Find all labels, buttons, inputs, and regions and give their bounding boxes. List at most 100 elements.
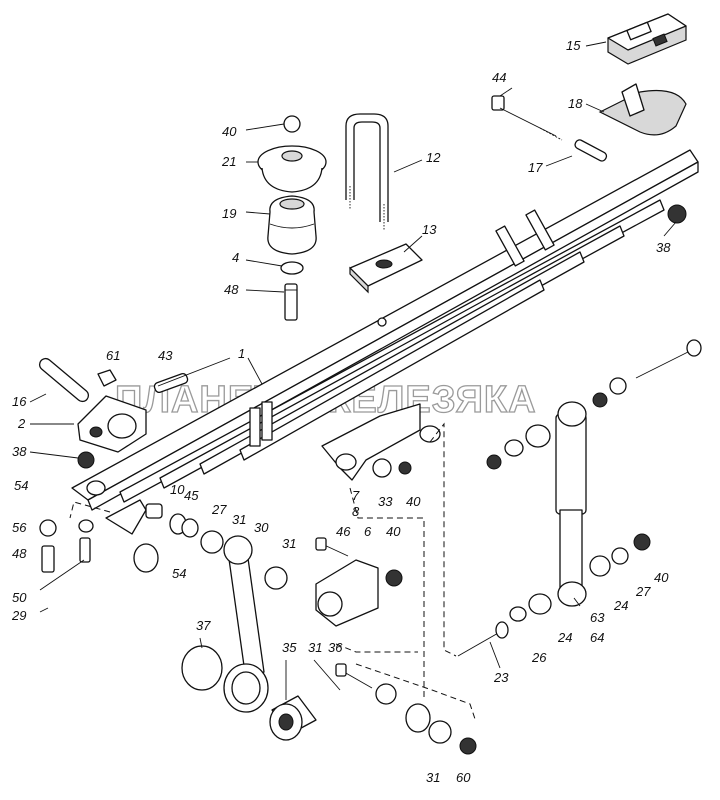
label-40b: 40 xyxy=(406,494,421,509)
label-4: 4 xyxy=(232,250,239,265)
shock-lower-washers xyxy=(509,533,651,622)
label-13: 13 xyxy=(422,222,437,237)
label-36: 36 xyxy=(328,640,343,655)
label-40d: 40 xyxy=(654,570,669,585)
bump-stop-19 xyxy=(267,195,317,255)
label-31c: 31 xyxy=(308,640,322,655)
shock-upper-washers xyxy=(486,424,551,470)
label-48a: 48 xyxy=(224,282,239,297)
label-31b: 31 xyxy=(282,536,296,551)
label-43: 43 xyxy=(158,348,173,363)
label-44: 44 xyxy=(492,70,506,85)
bolt-44 xyxy=(491,95,563,141)
label-40a: 40 xyxy=(222,124,237,139)
label-21: 21 xyxy=(221,154,236,169)
label-60: 60 xyxy=(456,770,471,785)
label-17: 17 xyxy=(528,160,543,175)
washer-56 xyxy=(39,519,57,537)
label-63: 63 xyxy=(590,610,605,625)
bolt-45 xyxy=(145,503,163,519)
assembly-dashed-lines xyxy=(69,422,477,723)
washer-4 xyxy=(280,261,304,275)
label-16: 16 xyxy=(12,394,27,409)
label-56: 56 xyxy=(12,520,27,535)
washer-27 xyxy=(181,518,199,538)
bushing-31-b xyxy=(264,566,288,590)
bracket-2 xyxy=(77,395,147,453)
label-31a: 31 xyxy=(232,512,246,527)
label-48b: 48 xyxy=(12,546,27,561)
pad-18 xyxy=(598,83,687,136)
bump-cup-21 xyxy=(257,145,327,193)
label-7: 7 xyxy=(352,488,360,503)
label-46: 46 xyxy=(336,524,351,539)
bracket-6 xyxy=(315,559,379,627)
nut-40-top xyxy=(283,115,301,133)
label-1: 1 xyxy=(238,346,245,361)
label-8: 8 xyxy=(352,504,360,519)
pin-17 xyxy=(574,139,608,162)
label-50: 50 xyxy=(12,590,27,605)
label-64: 64 xyxy=(590,630,604,645)
label-45: 45 xyxy=(184,488,199,503)
link-30 xyxy=(223,535,269,713)
clamp-10 xyxy=(105,499,147,535)
label-40c: 40 xyxy=(386,524,401,539)
plate-13 xyxy=(349,243,423,294)
nut-33 xyxy=(372,458,392,478)
shock-upper-stud xyxy=(592,339,702,408)
label-24b: 24 xyxy=(613,598,628,613)
label-30: 30 xyxy=(254,520,269,535)
label-10: 10 xyxy=(170,482,185,497)
label-18: 18 xyxy=(568,96,583,111)
label-37: 37 xyxy=(196,618,211,633)
pin-16 xyxy=(38,357,90,403)
label-27a: 27 xyxy=(211,502,227,517)
bushing-31-c xyxy=(428,720,452,744)
nut-38-right xyxy=(667,204,687,224)
bolt-left-lower xyxy=(79,537,91,563)
label-31d: 31 xyxy=(426,770,440,785)
nut-40-lower xyxy=(385,569,403,587)
label-29: 29 xyxy=(11,608,26,623)
bushing-31-a xyxy=(200,530,224,554)
bolt-43 xyxy=(153,357,231,394)
nut-40-mid xyxy=(398,461,412,475)
stabilizer-bar-29 xyxy=(37,543,431,766)
leader-lines xyxy=(29,41,677,700)
label-54a: 54 xyxy=(14,478,28,493)
label-54b: 54 xyxy=(172,566,186,581)
shock-absorber xyxy=(555,401,587,607)
bushing-35 xyxy=(269,695,317,741)
washer-54 xyxy=(78,519,94,533)
bracket-7-8 xyxy=(321,403,441,481)
label-33: 33 xyxy=(378,494,393,509)
label-6: 6 xyxy=(364,524,372,539)
part-labels: 1 2 4 6 7 8 10 12 13 15 16 17 18 19 21 2… xyxy=(11,38,671,785)
bracket-15 xyxy=(607,13,687,65)
nut-38-left xyxy=(77,451,95,469)
label-38a: 38 xyxy=(12,444,27,459)
bolt-46 xyxy=(315,537,349,557)
stud-23 xyxy=(457,621,509,657)
bolt-48-left xyxy=(41,545,55,573)
u-bolt-12 xyxy=(345,113,389,230)
label-2: 2 xyxy=(17,416,26,431)
fitting-61 xyxy=(97,369,117,387)
label-24a: 24 xyxy=(557,630,572,645)
bolt-36 xyxy=(335,663,397,705)
leaf-spring xyxy=(71,149,699,511)
label-35: 35 xyxy=(282,640,297,655)
label-26: 26 xyxy=(531,650,547,665)
nut-60 xyxy=(459,737,477,755)
label-38b: 38 xyxy=(656,240,671,255)
label-19: 19 xyxy=(222,206,236,221)
label-61: 61 xyxy=(106,348,120,363)
label-12: 12 xyxy=(426,150,441,165)
label-15: 15 xyxy=(566,38,581,53)
label-23: 23 xyxy=(493,670,509,685)
bolt-48-middle xyxy=(284,283,298,321)
ring-37 xyxy=(181,645,223,691)
